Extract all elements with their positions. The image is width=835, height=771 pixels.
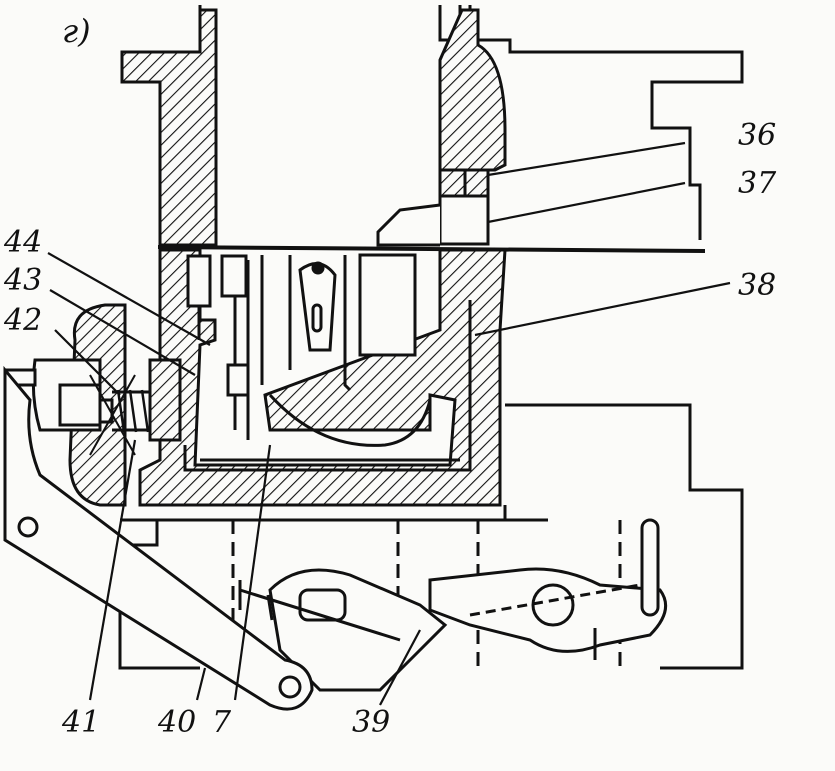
- float-chamber-body: [138, 248, 507, 507]
- callout-41: 41: [61, 705, 100, 740]
- lever-40: [3, 365, 314, 711]
- right-throat-wall: [438, 8, 507, 172]
- right-linkage: [428, 518, 668, 660]
- callout-37: 37: [738, 166, 777, 201]
- callout-43: 43: [3, 263, 42, 298]
- callout-44: 44: [3, 225, 42, 260]
- panel-label: г): [62, 12, 91, 50]
- callout-38: 38: [738, 268, 776, 303]
- valve-assembly: [3, 303, 182, 507]
- callout-36: 36: [738, 118, 776, 153]
- callout-42: 42: [3, 303, 42, 338]
- jets: [186, 254, 250, 397]
- float-lever: [298, 261, 337, 352]
- callout-39: 39: [352, 705, 390, 740]
- left-throat-wall: [120, 8, 218, 247]
- callout-40: 40: [157, 705, 196, 740]
- gasket-line: [157, 245, 706, 253]
- throttle-cam: [238, 568, 448, 692]
- callout-7: 7: [212, 705, 232, 740]
- leader-lines: [47, 141, 731, 706]
